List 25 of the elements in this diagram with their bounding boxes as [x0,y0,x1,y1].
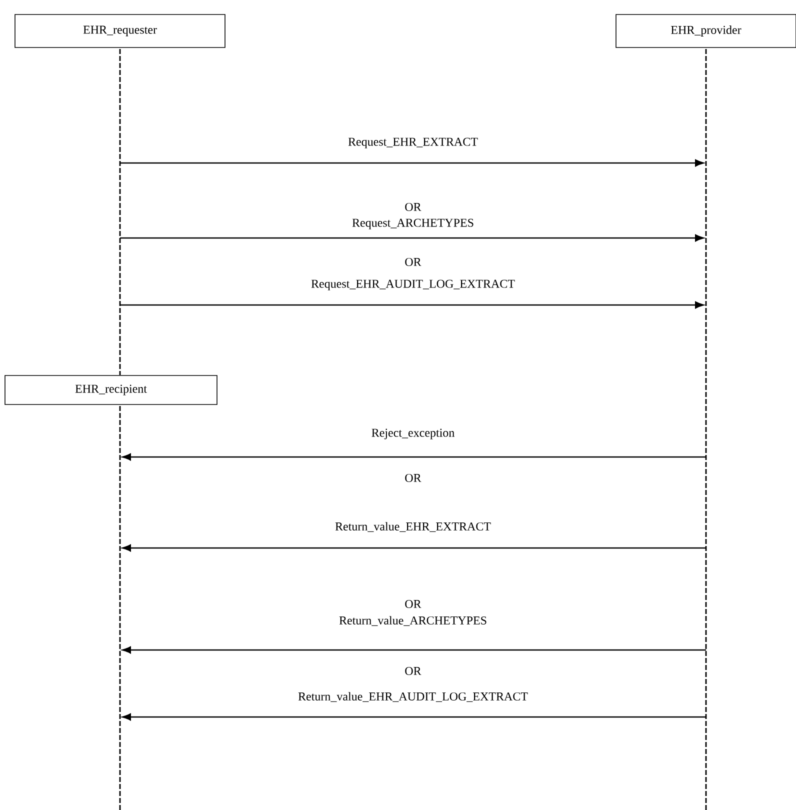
message-arrow [122,544,706,552]
note-text: OR [405,474,422,482]
message-label: Return_value_EHR_EXTRACT [335,522,491,532]
message-label: Return_value_ARCHETYPES [339,616,486,626]
message-arrow [122,453,706,461]
message-label: Return_value_EHR_AUDIT_LOG_EXTRACT [298,692,528,702]
lifeline-box: EHR_provider [616,14,796,48]
message-arrow [122,646,706,654]
note-text: OR [405,202,422,212]
message-label: Reject_exception [372,428,454,440]
message-label: Request_EHR_EXTRACT [348,138,478,148]
note-text: OR [405,600,422,608]
note-text: OR [405,666,422,676]
lifeline-box: EHR_requester [14,14,226,48]
message-arrow [122,713,706,721]
note-text: OR [405,258,422,266]
lifeline-box: EHR_recipient [4,375,218,405]
message-arrow [120,159,704,167]
message-label: Request_EHR_AUDIT_LOG_EXTRACT [311,280,515,290]
lifeline [705,47,707,810]
message-arrow [120,234,704,242]
message-arrow [120,301,704,309]
lifeline [119,404,121,810]
message-label: Request_ARCHETYPES [352,218,474,230]
lifeline [119,47,121,376]
